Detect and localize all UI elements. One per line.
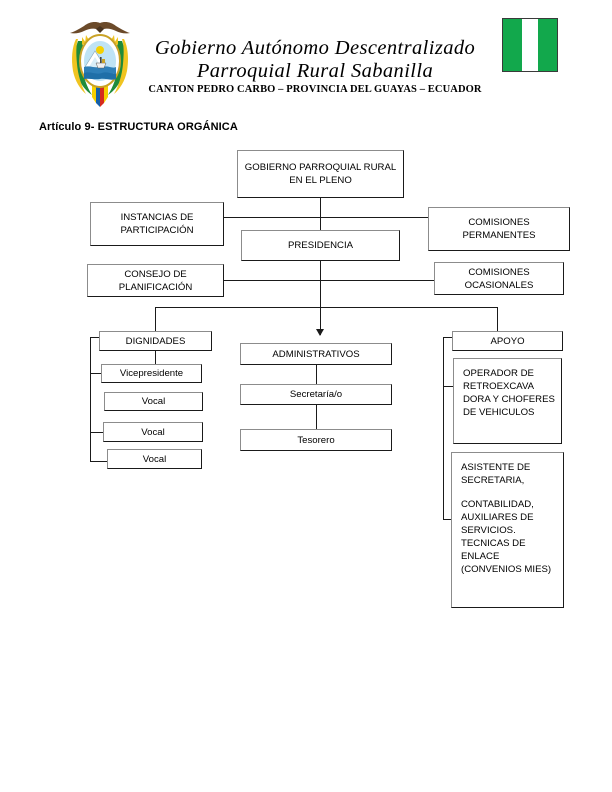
node-gobierno-parroquial-pleno[interactable]: GOBIERNO PARROQUIAL RURAL EN EL PLENO: [237, 150, 404, 198]
connector-apoyo-bracket: [443, 337, 444, 519]
node-secretaria[interactable]: Secretaría/o: [240, 384, 392, 405]
connector-bracket-stub-dignidades: [90, 337, 99, 338]
letterhead-subtitle: CANTON PEDRO CARBO – PROVINCIA DEL GUAYA…: [148, 84, 482, 95]
connector-bracket-stub-operador: [443, 386, 453, 387]
connector-bracket-stub-vocal3: [90, 461, 107, 462]
flag-stripe-green-right: [537, 19, 557, 71]
node-administrativos[interactable]: ADMINISTRATIVOS: [240, 343, 392, 365]
connector-tier3-drop-dignidades: [155, 307, 156, 331]
connector-trunk-arrowhead: [316, 329, 324, 336]
node-apoyo[interactable]: APOYO: [452, 331, 563, 351]
flag-stripe-white: [525, 19, 535, 71]
node-presidencia[interactable]: PRESIDENCIA: [241, 230, 400, 261]
node-dignidades[interactable]: DIGNIDADES: [99, 331, 212, 351]
node-vocal-3[interactable]: Vocal: [107, 449, 202, 469]
connector-consejo-horizontal: [224, 280, 444, 281]
connector-bracket-stub-asistente: [443, 519, 453, 520]
node-comisiones-ocasionales[interactable]: COMISIONES OCASIONALES: [434, 262, 564, 295]
node-operador-retroexcavadora[interactable]: OPERADOR DE RETROEXCAVA DORA Y CHOFERES …: [453, 358, 562, 444]
ecuador-coat-of-arms-icon: [70, 22, 130, 107]
letterhead-title-line-1: Gobierno Autónomo Descentralizado: [154, 37, 476, 59]
node-consejo-planificacion[interactable]: CONSEJO DE PLANIFICACIÓN: [87, 264, 224, 297]
letterhead-title-line-2: Parroquial Rural Sabanilla: [196, 60, 434, 82]
flag-stripe-green-left: [503, 19, 523, 71]
connector-tier3-drop-apoyo: [497, 307, 498, 331]
node-instancias-participacion[interactable]: INSTANCIAS DE PARTICIPACIÓN: [90, 202, 224, 246]
connector-administrativos-to-secretaria: [316, 365, 317, 384]
asistente-paragraph-2: CONTABILIDAD, AUXILIARES DE SERVICIOS. T…: [461, 499, 552, 575]
connector-bracket-stub-vicepresidente: [90, 373, 101, 374]
node-vicepresidente[interactable]: Vicepresidente: [101, 364, 202, 383]
connector-bracket-stub-vocal2: [90, 432, 103, 433]
asistente-paragraph-1: ASISTENTE DE SECRETARIA,: [461, 462, 531, 486]
node-vocal-1[interactable]: Vocal: [104, 392, 203, 411]
connector-bracket-stub-apoyo: [443, 337, 452, 338]
letterhead-title-block: Gobierno Autónomo Descentralizado Parroq…: [140, 36, 490, 95]
connector-dignidades-bracket: [90, 337, 91, 462]
node-tesorero[interactable]: Tesorero: [240, 429, 392, 451]
connector-tier3-bar: [155, 307, 498, 308]
connector-instancias-horizontal: [224, 217, 474, 218]
asistente-text-block: ASISTENTE DE SECRETARIA, CONTABILIDAD, A…: [452, 453, 563, 576]
connector-dignidades-down: [155, 351, 156, 365]
connector-trunk-vertical: [320, 198, 321, 335]
article-heading: Artículo 9- ESTRUCTURA ORGÁNICA: [39, 121, 238, 133]
node-comisiones-permanentes[interactable]: COMISIONES PERMANENTES: [428, 207, 570, 251]
node-asistente-secretaria[interactable]: ASISTENTE DE SECRETARIA, CONTABILIDAD, A…: [451, 452, 564, 608]
node-vocal-2[interactable]: Vocal: [103, 422, 203, 442]
flag-gap-right: [534, 19, 538, 71]
sabanilla-flag-icon: [502, 18, 558, 72]
letterhead: Gobierno Autónomo Descentralizado Parroq…: [0, 0, 612, 118]
flag-gap-left: [522, 19, 526, 71]
connector-secretaria-to-tesorero: [316, 405, 317, 429]
